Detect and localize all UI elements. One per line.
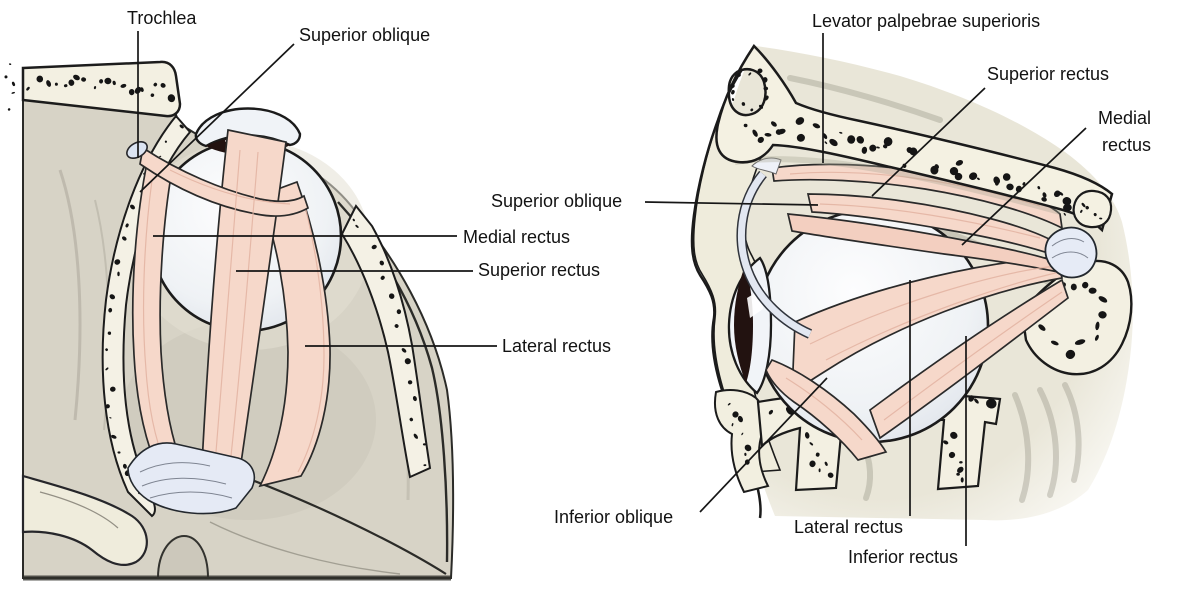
lateral-rectus-muscle xyxy=(257,180,331,488)
label-inferior-rectus: Inferior rectus xyxy=(848,547,959,567)
label-trochlea: Trochlea xyxy=(127,8,197,28)
label-superior-oblique-right: Superior oblique xyxy=(491,191,623,211)
label-superior-oblique-left: Superior oblique xyxy=(299,25,431,45)
label-lateral-rectus-left: Lateral rectus xyxy=(502,336,612,356)
label-superior-rectus-right: Superior rectus xyxy=(987,64,1110,84)
leader-superior-oblique-left xyxy=(139,43,295,193)
label-levator-palpebrae-superioris: Levator palpebrae superioris xyxy=(812,11,1041,31)
right-panel-illustration xyxy=(690,44,1133,521)
iris xyxy=(734,266,753,383)
leader-inferior-oblique xyxy=(699,377,828,513)
leader-lines xyxy=(137,31,1087,546)
inferior-rectus-muscle xyxy=(868,278,1069,440)
left-panel-illustration xyxy=(4,60,455,581)
leader-superior-oblique-right xyxy=(644,201,819,206)
trochlea-loop xyxy=(126,141,148,159)
label-medial-rectus-left: Medial rectus xyxy=(463,227,571,247)
superior-oblique-tendon xyxy=(737,171,812,338)
leader-medial-rectus-right xyxy=(961,127,1087,246)
label-superior-rectus-left: Superior rectus xyxy=(478,260,601,280)
label-lateral-rectus-right: Lateral rectus xyxy=(794,517,904,537)
label-medial-rectus-right: Medial rectus xyxy=(1097,108,1151,155)
cornea xyxy=(194,107,302,148)
lateral-rectus-muscle xyxy=(791,256,1064,396)
superior-oblique-muscle xyxy=(139,146,310,217)
label-inferior-oblique: Inferior oblique xyxy=(554,507,674,527)
tendinous-ring xyxy=(1044,226,1098,279)
leader-superior-rectus-right xyxy=(871,87,986,197)
